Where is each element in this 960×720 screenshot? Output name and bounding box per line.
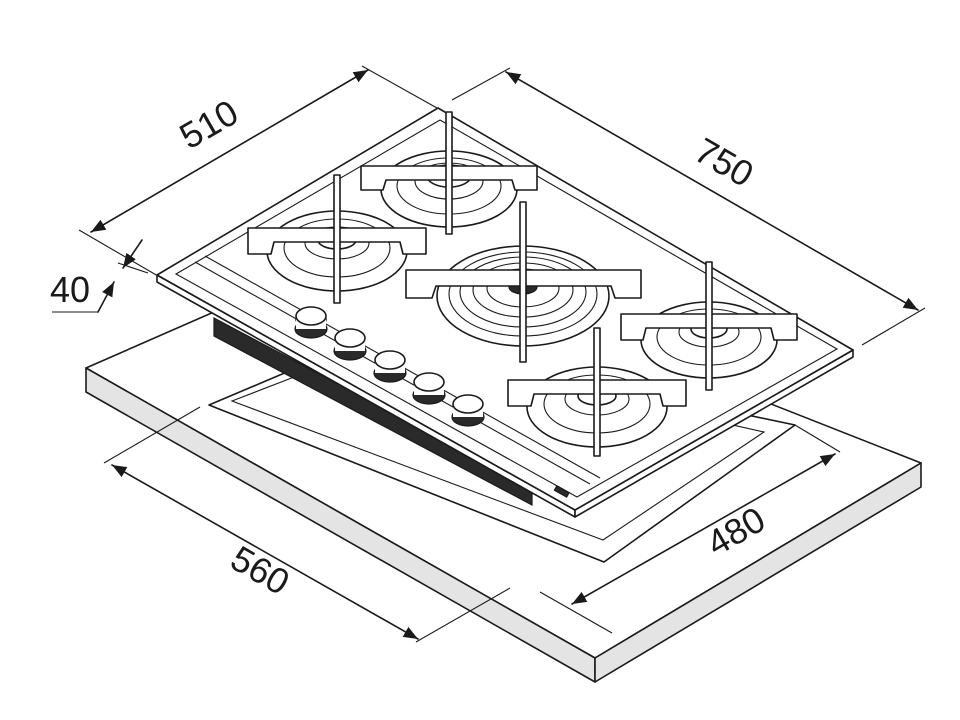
knobs <box>294 306 485 427</box>
knob-icon <box>333 328 367 361</box>
dimension-width <box>451 67 926 346</box>
dimension-label-cutout-width: 560 <box>224 537 297 603</box>
dimension-height <box>52 239 149 313</box>
dimension-cutout-depth <box>539 424 841 634</box>
burner-right <box>620 261 798 391</box>
dimension-depth <box>78 65 438 277</box>
knob-icon <box>294 306 328 339</box>
brand-logo <box>553 485 570 498</box>
dimension-label-width: 750 <box>688 129 761 195</box>
burner-left <box>247 174 427 304</box>
dimension-label-height: 40 <box>50 269 90 310</box>
knob-icon <box>412 372 446 405</box>
knob-icon <box>373 350 407 383</box>
dimension-label-depth: 510 <box>172 91 245 157</box>
knob-icon <box>451 394 485 427</box>
dimension-cutout-width <box>103 406 511 643</box>
burner-front <box>507 327 687 457</box>
